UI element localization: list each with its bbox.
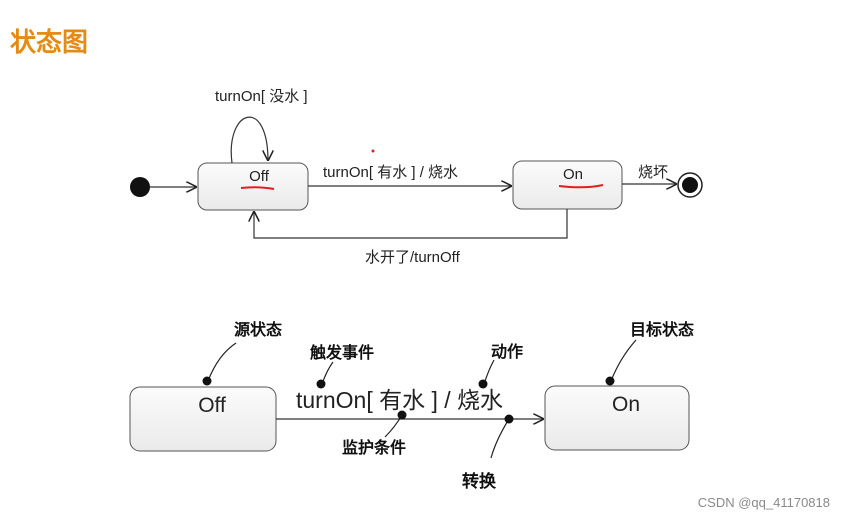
target-state-leader <box>610 339 637 382</box>
target-state-label: On <box>612 393 640 416</box>
target-state-annotation: 目标状态 <box>630 320 694 339</box>
transition-label: turnOn[ 有水 ] / 烧水 <box>296 387 503 413</box>
trigger-event-dot <box>316 379 326 389</box>
red-dot <box>371 149 375 153</box>
initial-state <box>130 177 150 197</box>
state-on-label: On <box>563 166 583 183</box>
state-off-label: Off <box>249 168 270 185</box>
transition-annotation: 转换 <box>462 471 497 492</box>
source-state-annotation: 源状态 <box>234 320 282 339</box>
self-transition-arrow <box>230 116 268 164</box>
guard-condition-annotation: 监护条件 <box>342 438 406 457</box>
action-dot <box>478 379 488 389</box>
target-state-dot <box>605 376 615 386</box>
return-transition-label: 水开了/turnOff <box>365 249 461 266</box>
source-state-label: Off <box>198 394 226 417</box>
return-transition-arrow <box>254 209 568 239</box>
source-state-dot <box>202 376 212 386</box>
transition-leader <box>490 418 510 459</box>
watermark: CSDN @qq_41170818 <box>697 495 830 510</box>
main-transition-label: turnOn[ 有水 ] / 烧水 <box>323 164 458 181</box>
end-transition-label: 烧坏 <box>638 164 668 181</box>
source-state-leader <box>207 342 237 382</box>
trigger-event-annotation: 触发事件 <box>309 343 374 362</box>
self-transition-label: turnOn[ 没水 ] <box>215 88 308 105</box>
on-underline <box>558 184 604 189</box>
page-title: 状态图 <box>10 28 89 58</box>
guard-condition-dot <box>397 410 407 420</box>
transition-dot <box>504 414 514 424</box>
final-state-dot <box>682 177 698 193</box>
action-annotation: 动作 <box>491 342 523 361</box>
off-underline <box>240 186 275 190</box>
target-state-box <box>544 385 690 451</box>
